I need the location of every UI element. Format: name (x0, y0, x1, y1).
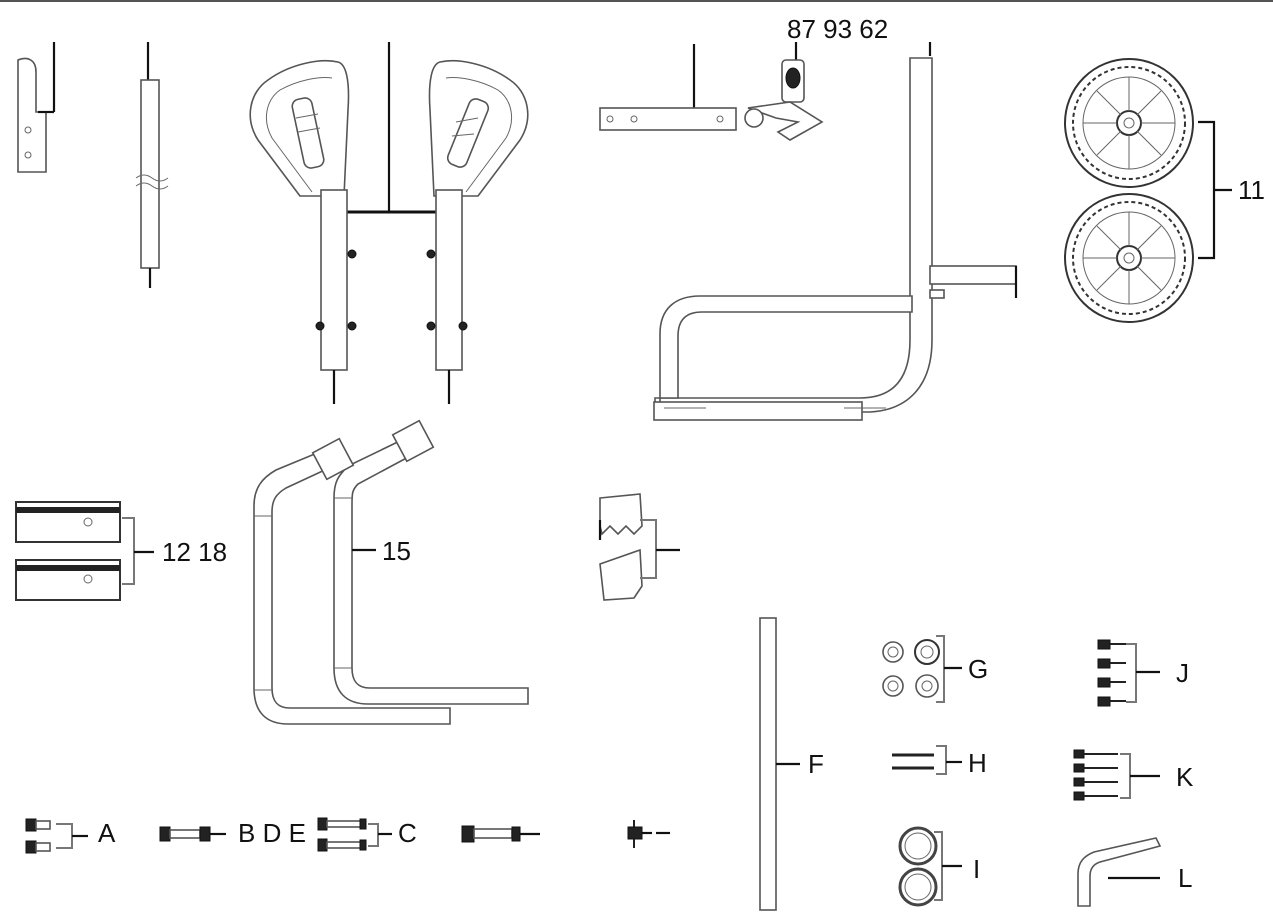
arm-label: 15 (382, 536, 411, 566)
screws-k-label: K (1176, 762, 1194, 792)
bracket-plate-part (17, 42, 56, 173)
allen-key-label: L (1178, 863, 1192, 893)
hitch-codes-label: 87 93 62 (787, 14, 888, 44)
small-nut-part (627, 820, 670, 848)
long-bolt-part (461, 825, 540, 843)
bolt-bde-part (159, 826, 226, 842)
pads-part (15, 501, 154, 601)
screws-k-part (1073, 749, 1160, 801)
bolt-bde-label: B D E (238, 818, 306, 848)
hitch-coupler-part (744, 42, 824, 141)
arms-part (253, 419, 529, 725)
bolts-a-part (25, 818, 88, 854)
rings-label: I (973, 854, 980, 884)
handle-frame-part (249, 42, 529, 404)
pads-label: 12 18 (162, 537, 227, 567)
wheels-label: 11 (1238, 175, 1265, 205)
allen-key-part (1077, 837, 1162, 907)
screws-j-label: J (1176, 658, 1189, 688)
bolt-c-label: C (398, 818, 417, 848)
rod-label: F (808, 749, 824, 779)
bolt-a-label: A (98, 818, 116, 848)
hitch-plate-part (599, 44, 737, 131)
wheels-part (1064, 58, 1232, 323)
main-frame-part (653, 42, 1018, 421)
pins-label: H (968, 748, 987, 778)
pins-part (892, 745, 962, 775)
washers-part (882, 635, 962, 703)
washers-label: G (968, 654, 988, 684)
rings-part (898, 826, 962, 907)
bolts-c-part (317, 817, 392, 852)
end-caps-part (598, 493, 680, 601)
screws-j-part (1097, 639, 1160, 707)
tube-part (135, 42, 169, 288)
rod-part (759, 617, 800, 911)
